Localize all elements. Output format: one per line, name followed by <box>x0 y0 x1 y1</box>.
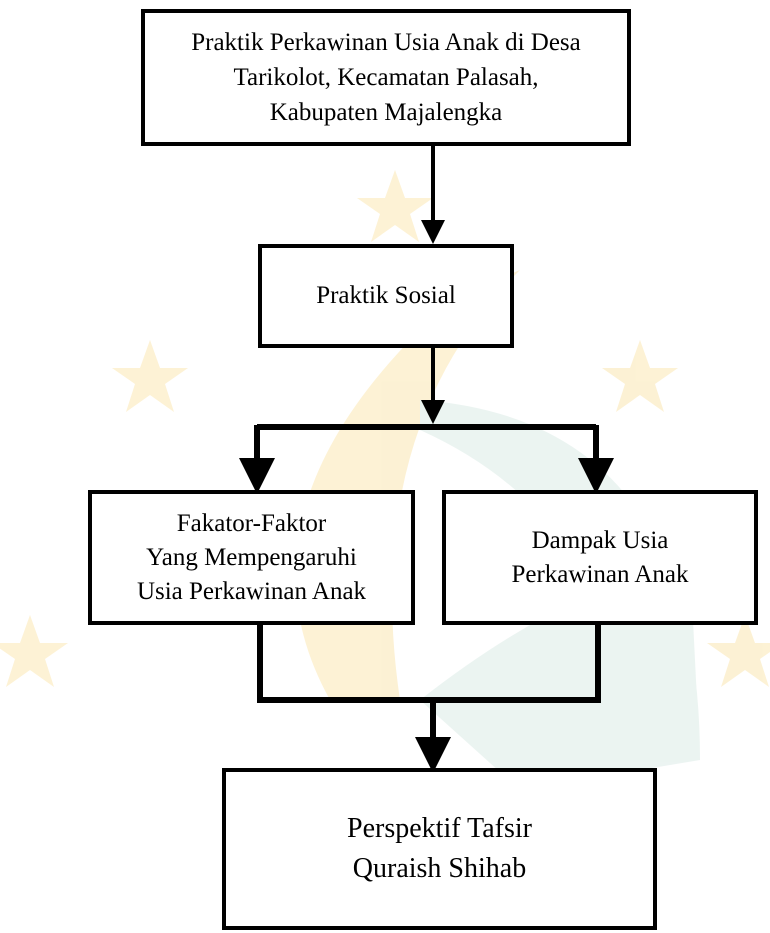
node-praktik-text: Praktik Sosial <box>316 282 456 309</box>
node-faktor-text: Fakator-Faktor Yang Mempengaruhi Usia Pe… <box>136 509 367 605</box>
node-title-text: Praktik Perkawinan Usia Anak di Desa Tar… <box>191 29 581 126</box>
node-perspektif-tafsir: Perspektif Tafsir Quraish Shihab <box>222 768 657 930</box>
watermark-green-arc <box>420 400 700 760</box>
watermark-star-icon <box>0 615 68 687</box>
node-faktor-faktor: Fakator-Faktor Yang Mempengaruhi Usia Pe… <box>88 490 415 625</box>
watermark-star-icon <box>112 340 188 412</box>
watermark-star-icon <box>602 340 678 412</box>
node-praktik-sosial: Praktik Sosial <box>258 244 514 348</box>
node-dampak-text: Dampak Usia Perkawinan Anak <box>511 526 689 588</box>
watermark-star-icon <box>707 615 770 687</box>
node-perspektif-text: Perspektif Tafsir Quraish Shihab <box>347 813 532 884</box>
watermark-star-icon <box>357 170 433 242</box>
node-dampak-usia: Dampak Usia Perkawinan Anak <box>442 490 758 625</box>
node-praktik-perkawinan-title: Praktik Perkawinan Usia Anak di Desa Tar… <box>141 9 631 146</box>
